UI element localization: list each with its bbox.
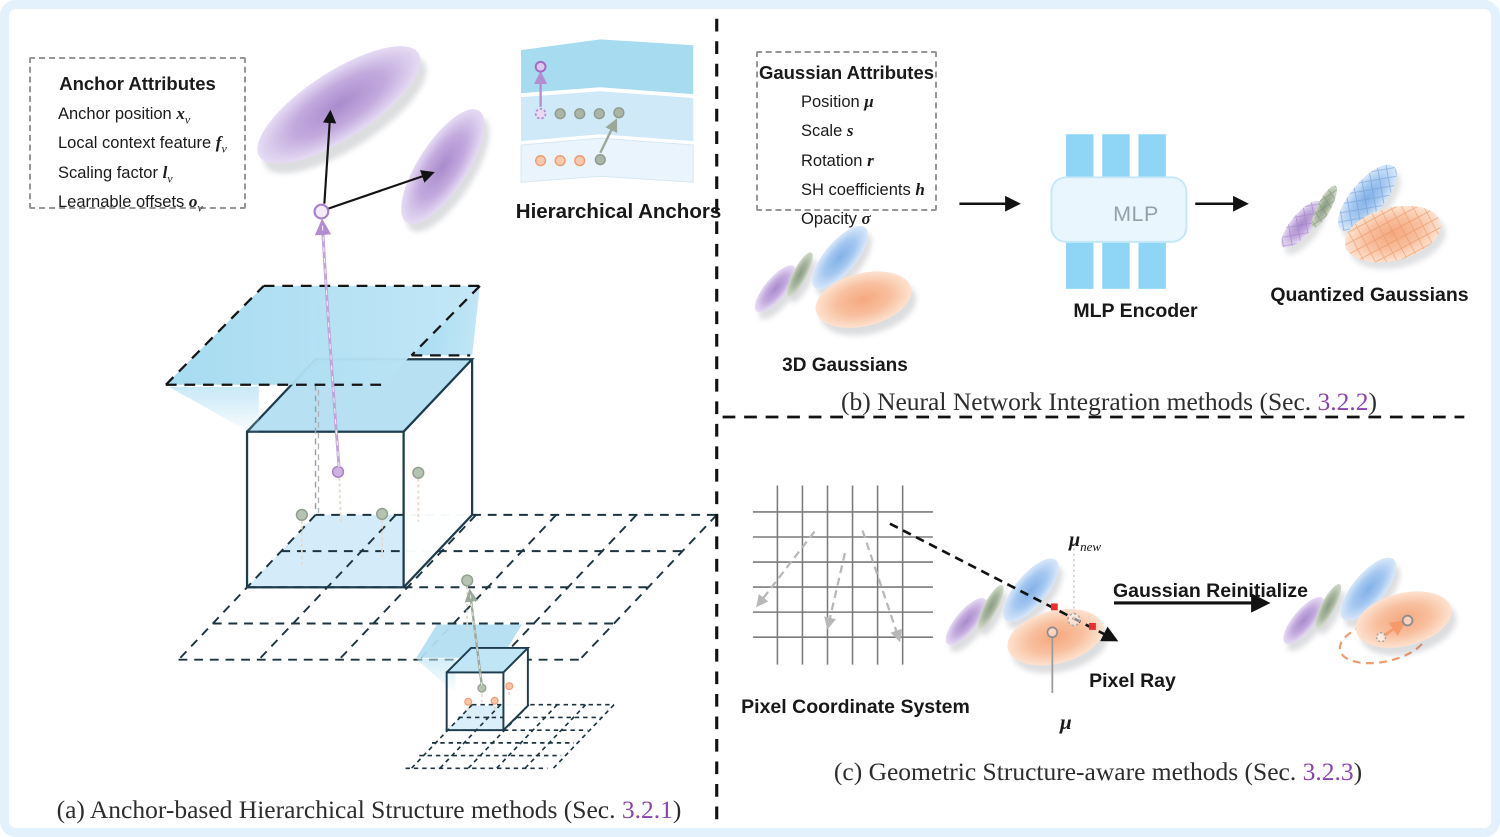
caption-b: (b) Neural Network Integration methods (… (727, 387, 1491, 417)
mu-new-point (1067, 612, 1081, 627)
attr-var: r (867, 150, 874, 170)
pixel-coordinate-system-label: Pixel Coordinate System (741, 696, 970, 718)
anchor-attribute-item: Scaling factor lv (58, 162, 173, 185)
quantized-gaussians-graphic (1281, 164, 1446, 270)
mlp-encoder-label: MLP Encoder (1073, 300, 1198, 322)
3d-gaussians-label: 3D Gaussians (782, 355, 908, 376)
gaussian-attributes-box: Gaussian Attributes Position μ Scale s R… (756, 51, 937, 228)
gaussian-reinitialize-label: Gaussian Reinitialize (1112, 580, 1309, 602)
pixel-ray-label: Pixel Ray (1089, 670, 1176, 692)
caption-a-text: (a) Anchor-based Hierarchical Structure … (56, 795, 622, 824)
attr-var: o (188, 191, 198, 211)
attr-text: Anchor position (58, 105, 172, 123)
attr-text: Rotation (801, 151, 863, 170)
anchor-attribute-item: Local context feature fv (58, 133, 227, 156)
pixel-grid (752, 485, 933, 665)
attr-text: Scale (801, 122, 843, 141)
mlp-encoder-graphic (1050, 134, 1188, 289)
quantized-gaussians-label: Quantized Gaussians (1270, 284, 1469, 306)
attr-var: x (176, 104, 185, 123)
caption-b-close: ) (1368, 387, 1378, 416)
projection-arrows (756, 530, 902, 643)
anchor-attribute-item: Anchor position xv (58, 104, 191, 127)
attr-var: μ (864, 92, 874, 111)
attr-var: f (215, 133, 222, 153)
attr-var: s (846, 121, 854, 141)
attr-var: σ (861, 209, 871, 229)
gaussian-attribute-item: Scale s (801, 119, 935, 148)
caption-a: (a) Anchor-based Hierarchical Structure … (17, 795, 721, 825)
mlp-box-label: MLP (1113, 201, 1159, 226)
mu-point (1046, 626, 1059, 639)
gaussian-attribute-item: Rotation r (801, 149, 935, 178)
attr-var: l (162, 162, 168, 182)
mu-new-label: μnew (1069, 529, 1101, 555)
attr-text: Learnable offsets (58, 192, 185, 211)
caption-a-close: ) (672, 795, 682, 824)
anchor-point (313, 203, 330, 220)
caption-b-text: (b) Neural Network Integration methods (… (840, 387, 1318, 416)
mu-new-base: μ (1069, 529, 1081, 551)
gaussian-attribute-item: SH coefficients h (801, 178, 935, 207)
section-ref-3-2-1[interactable]: 3.2.1 (621, 795, 673, 824)
gaussian-attribute-item: Position μ (801, 90, 935, 119)
anchor-attribute-item: Learnable offsets ov (58, 191, 203, 215)
mu-new-sub: new (1080, 539, 1102, 554)
gaussian-attribute-item: Opacity σ (801, 207, 935, 236)
gaussian-attributes-title: Gaussian Attributes (758, 62, 935, 83)
mu-label: μ (1060, 710, 1072, 734)
anchor-attributes-box: Anchor Attributes Anchor position xv Loc… (29, 57, 246, 214)
caption-c-close: ) (1353, 757, 1363, 786)
attr-var: h (915, 179, 925, 199)
attr-text: Opacity (801, 210, 857, 229)
hierarchical-anchors-graphic (520, 39, 694, 183)
attr-text: SH coefficients (801, 180, 911, 199)
caption-c: (c) Geometric Structure-aware methods (S… (722, 757, 1474, 787)
caption-c-text: (c) Geometric Structure-aware methods (S… (833, 757, 1303, 786)
attr-text: Position (801, 93, 860, 111)
geometric-structure-illustration (752, 485, 1462, 693)
anchor-hierarchy-illustration (165, 46, 718, 770)
neural-network-illustration (748, 134, 1446, 345)
attr-text: Scaling factor (58, 163, 158, 182)
figure-graphics (165, 18, 1465, 820)
attr-text: Local context feature (58, 134, 212, 153)
hierarchical-anchors-label: Hierarchical Anchors (515, 200, 722, 223)
section-ref-3-2-3[interactable]: 3.2.3 (1302, 757, 1354, 786)
anchor-attributes-title: Anchor Attributes (59, 73, 216, 94)
section-ref-3-2-2[interactable]: 3.2.2 (1317, 387, 1369, 416)
